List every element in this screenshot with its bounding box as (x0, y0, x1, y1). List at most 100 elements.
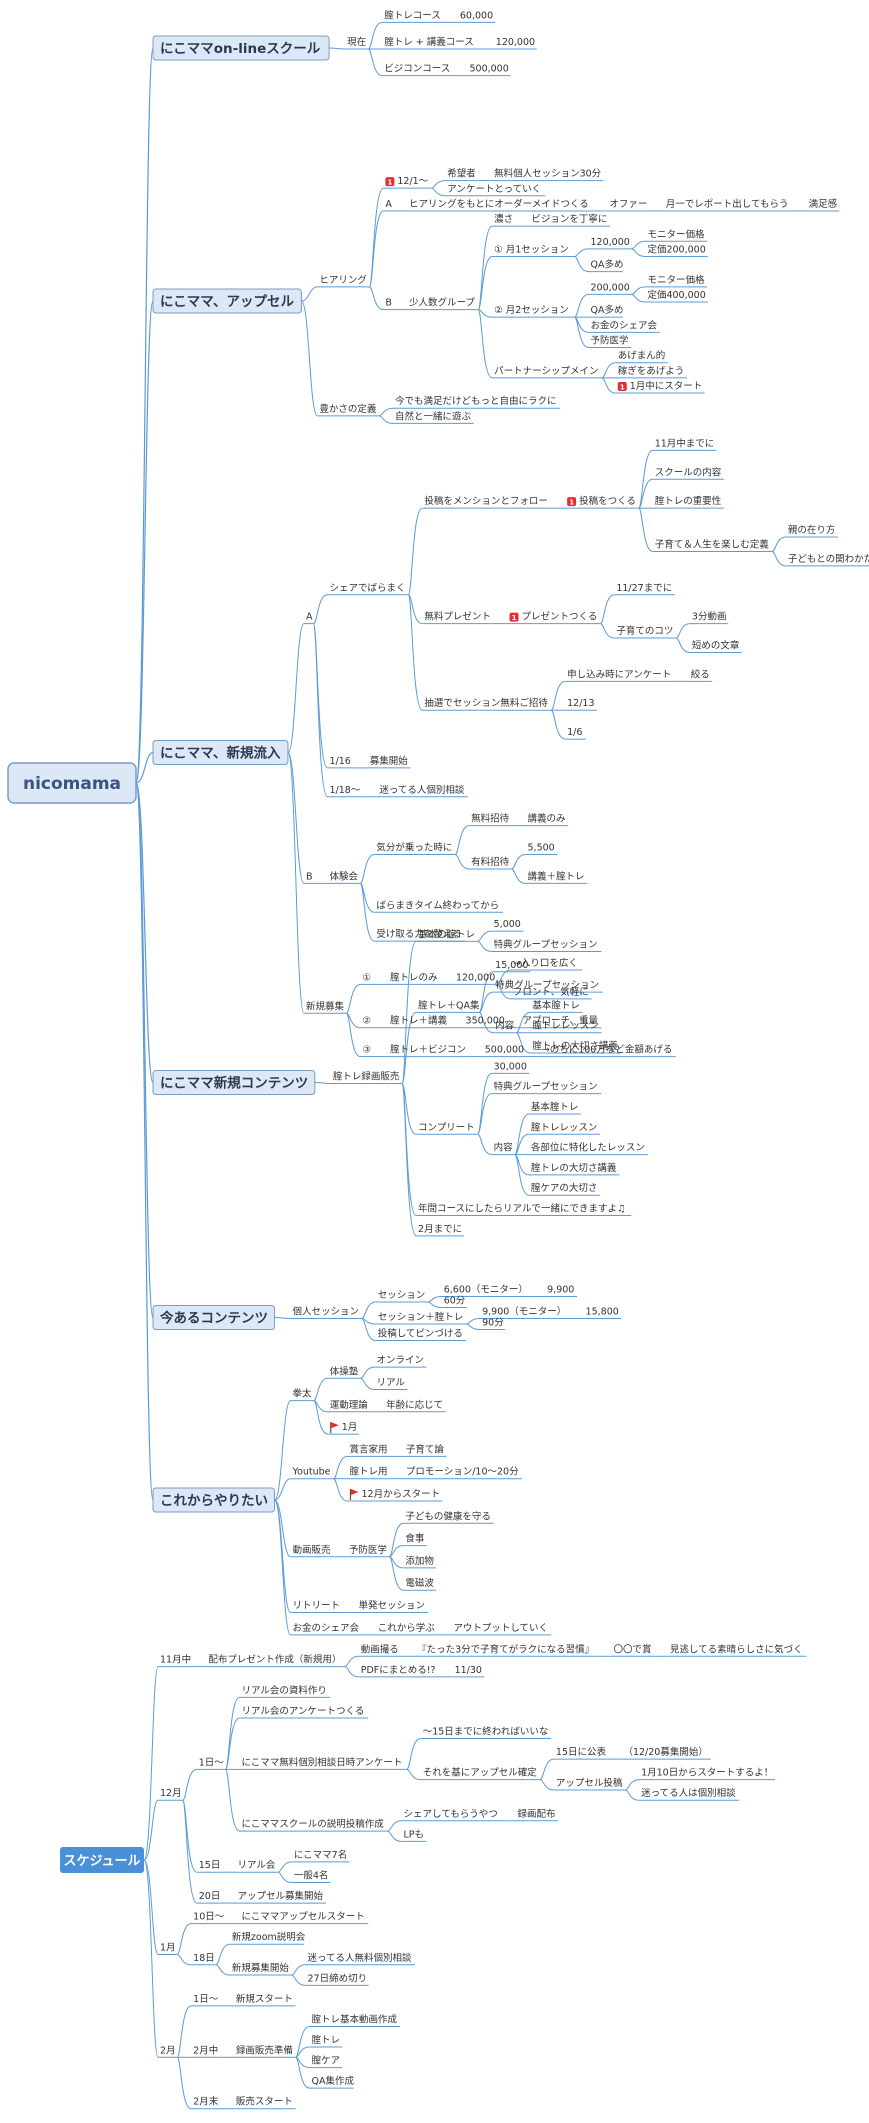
node-label: 1日〜 (199, 1757, 225, 1768)
node-label: 絞る (691, 668, 710, 680)
node-label: 30,000 (494, 1061, 527, 1072)
node-label: にこママ無料個別相談日時アンケート (242, 1756, 403, 1768)
node-label: ビジョンを丁寧に (531, 213, 607, 225)
number-badge-icon: 1 (385, 177, 395, 187)
node-label: にこママスクールの説明投稿作成 (242, 1818, 385, 1830)
root-node[interactable]: nicomama (7, 762, 137, 804)
node-label: 今でも満足だけどもっと自由にラクに (395, 395, 557, 407)
node-label: 15,000 (495, 960, 528, 971)
node-label: ② 月2セッション (494, 305, 569, 316)
schedule-node[interactable]: スケジュール (60, 1847, 144, 1873)
node-label: アプローチ、重量 (523, 1015, 599, 1027)
node-label: QA集作成 (312, 2075, 355, 2087)
node-label: 2月中 (193, 2044, 218, 2056)
node-label: 15日 (199, 1860, 221, 1871)
node-label: 腟トレレッスン (532, 1020, 599, 1032)
node-label: 内容 (494, 1142, 514, 1154)
node-label: オファー (609, 199, 647, 210)
node-label: 子育て＆人生を楽しむ定義 (655, 538, 770, 550)
node-label: リアル会のアンケートつくる (242, 1705, 365, 1717)
node-label: シェアでばらまく (330, 583, 406, 594)
node-label: リアル (377, 1377, 406, 1388)
node-label: スクールの内容 (655, 466, 722, 478)
node-label: コンプリート (418, 1122, 475, 1133)
node-label: これから学ぶ (378, 1622, 436, 1634)
number-badge-icon: 1 (567, 497, 577, 507)
node-label: お金のシェア会 (591, 319, 658, 331)
node-label: 講義＋腟トレ (528, 870, 585, 882)
node-label: 200,000 (591, 282, 630, 293)
node-label: パートナーシップメイン (494, 366, 598, 377)
node-label: 特典グループセッション (494, 938, 598, 950)
branch-4[interactable]: にこママ新規コンテンツ (152, 1070, 316, 1095)
node-label: 濃さ (494, 213, 513, 225)
node-label: リアル会 (237, 1859, 275, 1871)
node-label: 2月末 (193, 2096, 219, 2108)
node-label: 15日に公表 (556, 1746, 607, 1758)
root-label: nicomama (23, 774, 121, 794)
node-label: 賞言家用 (349, 1443, 387, 1455)
node-label: 食事 (405, 1533, 425, 1545)
node-label: 豊かさの定義 (319, 403, 377, 415)
branch-2[interactable]: にこママ、アップセル (152, 288, 302, 314)
node-label: 9,900（モニター） (482, 1306, 566, 1318)
branch-label: にこママ新規コンテンツ (160, 1075, 308, 1092)
node-label: 『たった3分で子育てがラクになる習慣』 (417, 1643, 594, 1655)
node-label: LPも (404, 1829, 425, 1840)
branch-label: これからやりたい (160, 1493, 268, 1509)
node-label: 腟トレ基本動画作成 (312, 2013, 398, 2025)
node-label: 27日締め切り (308, 1972, 368, 1984)
node-label: 90分 (482, 1318, 504, 1329)
branch-label: にこママ、新規流入 (160, 745, 281, 762)
number-badge-icon: 1 (509, 612, 519, 622)
node-label: 11月中 (160, 1654, 191, 1666)
node-label: 定価400,000 (647, 289, 705, 301)
node-label: にこママアップセルスタート (242, 1912, 365, 1923)
node-label: 子育てのコツ (616, 625, 673, 637)
node-label: 1/6 (567, 727, 582, 738)
node-label: ビジコンコース (384, 64, 450, 75)
node-label: 11月中までに (655, 437, 715, 449)
svg-text:1: 1 (387, 179, 392, 187)
node-label: →入り口を広く (513, 957, 578, 969)
node-label: 5,500 (528, 843, 555, 854)
node-label: QA多め (591, 304, 624, 316)
node-label: A (306, 612, 313, 623)
node-label: あげまん的 (618, 350, 666, 362)
branch-1[interactable]: にこママon-lineスクール (152, 35, 330, 61)
node-label: にこママ7名 (294, 1849, 347, 1861)
branch-6[interactable]: これからやりたい (152, 1487, 276, 1513)
svg-text:1: 1 (569, 499, 574, 507)
node-label: リアル会の資料作り (242, 1684, 327, 1696)
node-label: 11/27までに (616, 583, 672, 594)
node-label: 新規スタート (236, 1993, 293, 2005)
node-label: 15,800 (586, 1307, 619, 1318)
node-label: 抽選でセッション無料ご招待 (424, 697, 548, 709)
node-label: プレゼントつくる (522, 611, 598, 623)
node-label: 5,000 (494, 919, 521, 930)
node-label: 新規募集開始 (232, 1962, 290, 1974)
branch-5[interactable]: 今あるコンテンツ (152, 1305, 276, 1330)
node-label: 特典グループセッション (495, 979, 599, 991)
node-label: 募集開始 (370, 755, 409, 767)
node-label: 個人セッション (293, 1306, 360, 1318)
svg-text:1: 1 (620, 384, 625, 392)
branch-label: 今あるコンテンツ (160, 1310, 268, 1327)
node-label: 500,000 (485, 1045, 524, 1056)
node-label: 迷ってる人個別相談 (379, 784, 465, 796)
node-label: 腟トレコース (384, 9, 441, 21)
branch-3[interactable]: にこママ、新規流入 (152, 740, 289, 765)
node-label: 12/1〜 (397, 176, 428, 187)
node-label: 講義のみ (528, 813, 566, 825)
node-label: 2月までに (418, 1224, 462, 1235)
branch-label: にこママ、アップセル (160, 294, 295, 310)
node-label: 気分が乗った時に (376, 842, 452, 854)
node-label: B (385, 298, 392, 309)
node-label: 腟トレ録画販売 (333, 1071, 400, 1083)
node-label: オンライン (377, 1355, 425, 1366)
node-label: プロモーション/10〜20分 (406, 1467, 519, 1478)
node-label: 年間コースにしたらリアルで一緒にできますよ♫ (418, 1203, 625, 1215)
node-label: 一般4名 (294, 1870, 329, 1882)
node-label: 12月からスタート (361, 1489, 440, 1500)
